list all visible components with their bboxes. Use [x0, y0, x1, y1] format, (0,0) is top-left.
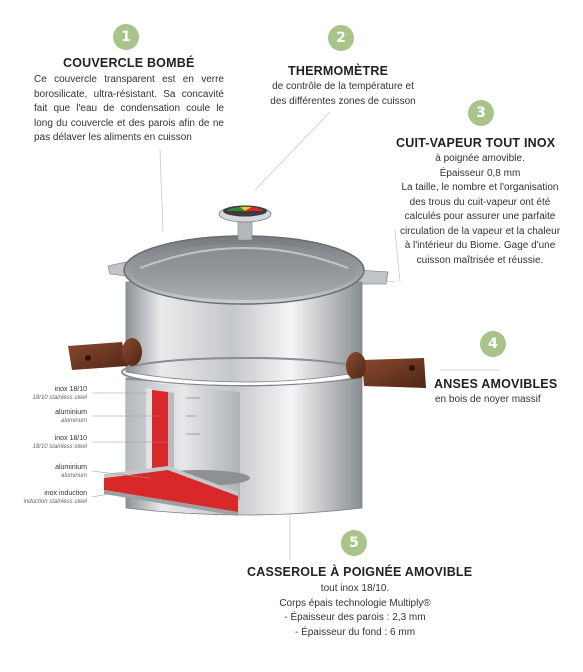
wood-handle-left [68, 338, 142, 370]
badge-2: 2 [328, 25, 354, 51]
steamer-title: CUIT-VAPEUR TOUT INOX [396, 136, 556, 150]
badge-1: 1 [113, 24, 139, 50]
badge-3: 3 [468, 100, 494, 126]
thermometer-title: THERMOMÈTRE [288, 64, 389, 78]
badge-5: 5 [341, 530, 367, 556]
badge-4: 4 [480, 331, 506, 357]
pan-description: tout inox 18/10. Corps épais technologie… [279, 583, 431, 638]
steamer-description: à poignée amovible. Épaisseur 0,8 mm La … [399, 153, 561, 266]
aluminium-wall-layer [152, 390, 168, 478]
pan-title: CASSEROLE À POIGNÉE AMOVIBLE [247, 565, 473, 579]
wood-handle-right [346, 352, 426, 388]
handles-description: en bois de noyer massif [435, 394, 541, 405]
aluminium-base-layer [104, 470, 238, 512]
lid-description: Ce couvercle transparent est en verre bo… [34, 74, 224, 143]
leader-lines [159, 111, 500, 560]
handles-title: ANSES AMOVIBLES [434, 377, 558, 391]
lid-title: COUVERCLE BOMBÉ [63, 56, 195, 70]
thermometer-description: de contrôle de la température et des dif… [270, 81, 416, 107]
